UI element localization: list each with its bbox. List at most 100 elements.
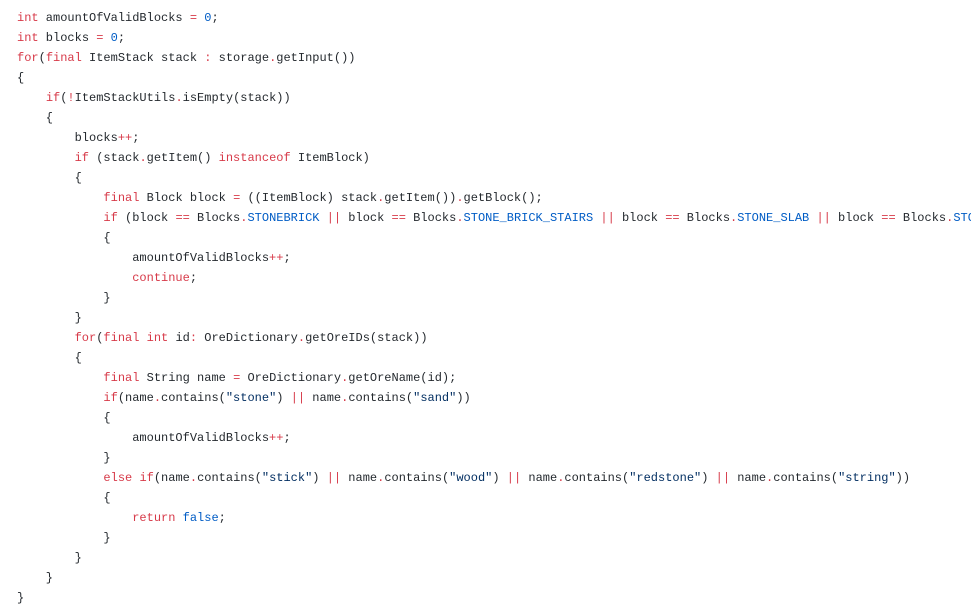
code-token-plain	[139, 331, 146, 345]
code-token-plain: getBlock();	[463, 191, 543, 205]
code-token-op: .	[766, 471, 774, 485]
code-token-plain	[17, 151, 75, 165]
code-token-plain: amountOfValidBlocks	[17, 251, 270, 265]
code-token-plain: ;	[283, 251, 291, 265]
code-token-plain: contains(	[773, 471, 839, 485]
code-token-kw: return	[132, 511, 176, 525]
code-line: }	[17, 528, 971, 548]
code-line: {	[17, 348, 971, 368]
code-token-plain: ))	[895, 471, 911, 485]
code-line: {	[17, 168, 971, 188]
code-token-plain: (name	[153, 471, 190, 485]
code-token-op: .	[240, 211, 248, 225]
code-token-kw: int	[17, 31, 39, 45]
code-token-plain: isEmpty(stack))	[182, 91, 291, 105]
code-token-str: "stick"	[261, 471, 313, 485]
code-token-plain: {	[17, 231, 111, 245]
code-line: for(final ItemStack stack : storage.getI…	[17, 48, 971, 68]
code-token-plain: }	[17, 311, 82, 325]
code-token-plain: name	[730, 471, 767, 485]
code-token-plain	[17, 91, 46, 105]
code-token-plain: (	[38, 51, 46, 65]
code-token-plain: name	[305, 391, 342, 405]
code-token-plain	[175, 511, 182, 525]
code-line: {	[17, 488, 971, 508]
code-token-op: .	[377, 191, 385, 205]
code-token-plain: amountOfValidBlocks	[17, 431, 270, 445]
code-token-plain: }	[17, 551, 82, 565]
code-token-op: .	[456, 191, 464, 205]
code-token-plain: ;	[189, 271, 198, 285]
code-token-kw: for	[17, 51, 39, 65]
code-token-const: STONEBRICK	[247, 211, 320, 225]
code-token-plain: id	[168, 331, 190, 345]
code-token-op: .	[341, 391, 349, 405]
code-token-plain: Blocks	[895, 211, 947, 225]
code-token-kw: final	[103, 371, 140, 385]
code-token-plain: (stack	[89, 151, 140, 165]
code-token-plain: ))	[456, 391, 471, 405]
code-token-kw: if	[103, 391, 118, 405]
code-token-plain: )	[276, 391, 291, 405]
code-line: }	[17, 548, 971, 568]
code-token-op: ==	[881, 211, 896, 225]
code-token-plain: Blocks	[679, 211, 731, 225]
code-token-op: ||	[816, 211, 831, 225]
code-token-plain	[319, 211, 326, 225]
code-token-plain: String name	[139, 371, 234, 385]
code-token-kw: if	[139, 471, 154, 485]
code-token-plain: name	[341, 471, 378, 485]
code-line: final Block block = ((ItemBlock) stack.g…	[17, 188, 971, 208]
code-line: amountOfValidBlocks++;	[17, 248, 971, 268]
code-token-plain: {	[17, 111, 54, 125]
code-token-num: 0	[204, 11, 212, 25]
code-token-op: ==	[665, 211, 680, 225]
code-token-op: .	[557, 471, 565, 485]
code-line: {	[17, 408, 971, 428]
code-token-plain	[17, 331, 75, 345]
code-line: int amountOfValidBlocks = 0;	[17, 8, 971, 28]
code-token-op: ==	[175, 211, 190, 225]
code-line: for(final int id: OreDictionary.getOreID…	[17, 328, 971, 348]
code-editor[interactable]: int amountOfValidBlocks = 0;int blocks =…	[17, 8, 971, 608]
code-line: if (stack.getItem() instanceof ItemBlock…	[17, 148, 971, 168]
code-token-plain: amountOfValidBlocks	[38, 11, 190, 25]
code-token-str: "sand"	[413, 391, 457, 405]
code-token-const: STONE_BRICK_STAIRS	[463, 211, 594, 225]
code-token-plain: block	[614, 211, 666, 225]
code-token-plain: }	[17, 591, 25, 605]
code-token-plain: Blocks	[189, 211, 241, 225]
code-token-plain: Block block	[139, 191, 234, 205]
code-token-op: .	[139, 151, 147, 165]
code-token-plain	[103, 31, 110, 45]
code-token-op: ++	[117, 131, 133, 145]
code-token-plain: (	[96, 331, 104, 345]
code-line: blocks++;	[17, 128, 971, 148]
code-token-plain	[17, 471, 103, 485]
code-token-plain: {	[17, 351, 82, 365]
code-token-plain: }	[17, 451, 111, 465]
code-line: final String name = OreDictionary.getOre…	[17, 368, 971, 388]
code-token-op: =	[96, 31, 104, 45]
code-token-plain: }	[17, 531, 111, 545]
code-line: amountOfValidBlocks++;	[17, 428, 971, 448]
code-token-kw: if	[74, 151, 90, 165]
code-token-plain	[17, 211, 103, 225]
code-token-plain: Blocks	[405, 211, 457, 225]
code-token-op: .	[456, 211, 464, 225]
code-line: if(name.contains("stone") || name.contai…	[17, 388, 971, 408]
code-token-op: ||	[290, 391, 306, 405]
code-token-op: ||	[600, 211, 615, 225]
code-token-kw: instanceof	[218, 151, 291, 165]
code-token-plain: ;	[211, 11, 219, 25]
code-line: {	[17, 108, 971, 128]
code-token-op: =	[233, 191, 241, 205]
code-token-plain: ;	[218, 511, 226, 525]
code-token-plain	[17, 391, 103, 405]
code-line: {	[17, 228, 971, 248]
code-token-str: "redstone"	[629, 471, 702, 485]
code-token-plain: contains(	[197, 471, 262, 485]
code-token-plain: ItemBlock)	[290, 151, 370, 165]
code-token-op: .	[297, 331, 306, 345]
code-token-str: "stone"	[225, 391, 277, 405]
